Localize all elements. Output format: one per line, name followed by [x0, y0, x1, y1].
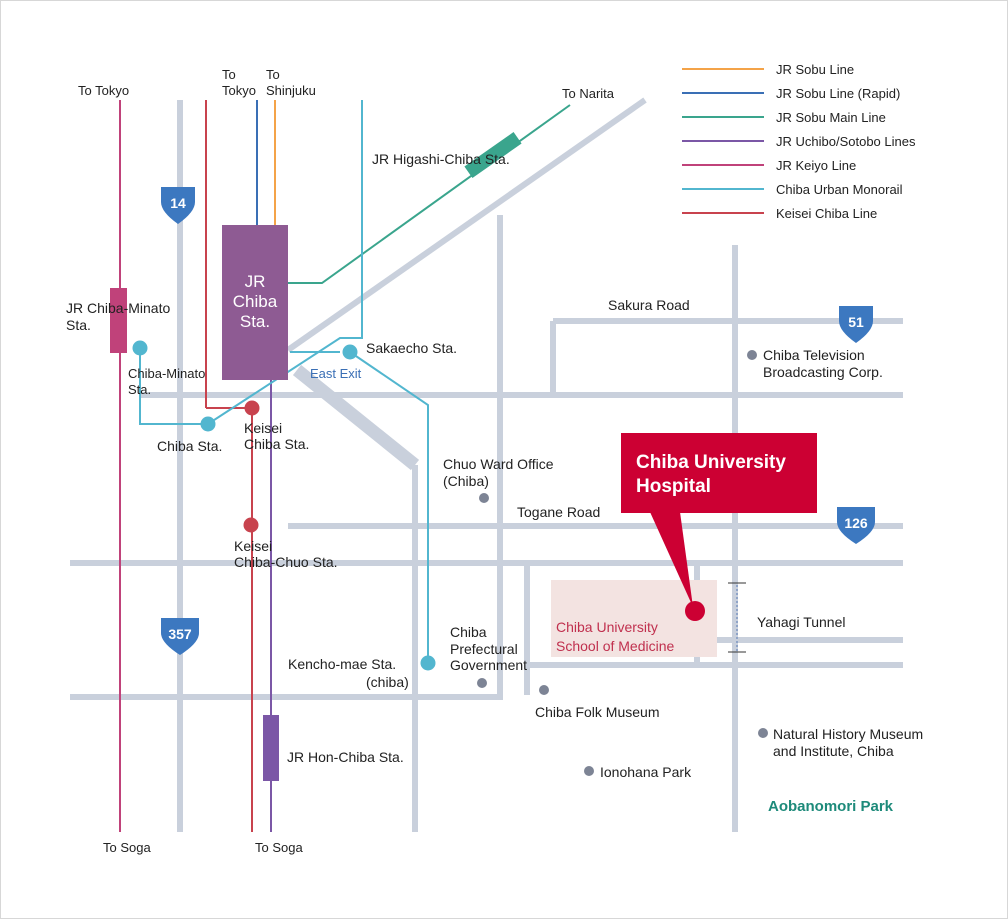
to-soga-mid-label: To Soga — [255, 840, 303, 855]
legend-label: Chiba Urban Monorail — [776, 182, 903, 197]
to-tokyo-label: To Tokyo — [78, 83, 129, 98]
ionohana-dot — [584, 766, 594, 776]
jr-chiba-label-1: JR — [245, 272, 266, 291]
to-soga-left-label: To Soga — [103, 840, 151, 855]
prefectural-gov-label-3: Government — [450, 657, 527, 673]
keisei-chiba-chuo-label-1: Keisei — [234, 538, 272, 554]
prefectural-gov-label-1: Chiba — [450, 624, 487, 640]
hospital-callout-line-2: Hospital — [636, 476, 711, 497]
keisei-chiba-label-2: Chiba Sta. — [244, 436, 309, 452]
line-monorail-1 — [139, 100, 363, 425]
sakaecho-label: Sakaecho Sta. — [366, 340, 457, 356]
keisei-chiba-chuo-station-dot — [243, 517, 259, 533]
chiba-tv-dot — [747, 350, 757, 360]
legend-label: JR Sobu Main Line — [776, 110, 886, 125]
natural-history-label-2: and Institute, Chiba — [773, 743, 894, 759]
legend-label: Keisei Chiba Line — [776, 206, 877, 221]
jr-higashi-chiba-label: JR Higashi-Chiba Sta. — [372, 151, 510, 167]
chuo-ward-label-2: (Chiba) — [443, 473, 489, 489]
east-exit-label: East Exit — [310, 366, 362, 381]
route-shield-357: 357 — [161, 618, 199, 655]
school-label-1: Chiba University — [556, 619, 658, 635]
rail-lines — [119, 100, 571, 832]
sakaecho-station-dot — [342, 344, 358, 360]
folk-museum-label: Chiba Folk Museum — [535, 704, 660, 720]
hospital-callout-pointer — [650, 512, 693, 607]
sakura-road-label: Sakura Road — [608, 297, 690, 313]
route-shield-14: 14 — [161, 187, 195, 224]
yahagi-tunnel-label: Yahagi Tunnel — [757, 614, 845, 630]
to-shinjuku-label-2: Shinjuku — [266, 83, 316, 98]
to-shinjuku-label-1: To — [266, 67, 280, 82]
to-tokyo-rapid-label-1: To — [222, 67, 236, 82]
keisei-chiba-station-dot — [244, 400, 260, 416]
keisei-chiba-label-1: Keisei — [244, 420, 282, 436]
chiba-tv-label-2: Broadcasting Corp. — [763, 364, 883, 380]
to-tokyo-rapid-label-2: Tokyo — [222, 83, 256, 98]
hospital-callout-line-1: Chiba University — [636, 452, 786, 473]
legend-label: JR Sobu Line (Rapid) — [776, 86, 900, 101]
road-diagonal-wide — [292, 364, 420, 471]
svg-text:51: 51 — [848, 314, 864, 330]
jr-chiba-minato-label-2: Sta. — [66, 317, 91, 333]
chuo-ward-dot — [479, 493, 489, 503]
chiba-sta-label: Chiba Sta. — [157, 438, 222, 454]
kencho-mae-station-dot — [420, 655, 436, 671]
jr-chiba-minato-label-1: JR Chiba-Minato — [66, 300, 170, 316]
prefectural-gov-label-2: Prefectural — [450, 641, 518, 657]
folk-museum-dot — [539, 685, 549, 695]
jr-chiba-label-3: Sta. — [240, 312, 270, 331]
chiba-monorail-station-dot — [200, 416, 216, 432]
hospital-callout-box — [621, 433, 817, 513]
road-diagonal — [286, 97, 647, 353]
chiba-minato-label-1: Chiba-Minato — [128, 366, 205, 381]
line-monorail-2 — [349, 351, 429, 663]
legend-label: JR Uchibo/Sotobo Lines — [776, 134, 916, 149]
natural-history-dot — [758, 728, 768, 738]
hospital-location-dot — [685, 601, 705, 621]
jr-hon-chiba-station-block — [263, 715, 279, 781]
chuo-ward-label-1: Chuo Ward Office — [443, 456, 554, 472]
svg-text:126: 126 — [844, 515, 868, 531]
ionohana-label: Ionohana Park — [600, 764, 692, 780]
legend: JR Sobu Line JR Sobu Line (Rapid) JR Sobu … — [682, 62, 916, 221]
jr-chiba-label-2: Chiba — [233, 292, 278, 311]
svg-text:14: 14 — [170, 195, 186, 211]
togane-road-label: Togane Road — [517, 504, 600, 520]
aobanomori-label: Aobanomori Park — [768, 798, 894, 815]
school-label-2: School of Medicine — [556, 638, 675, 654]
natural-history-label-1: Natural History Museum — [773, 726, 923, 742]
jr-hon-chiba-label: JR Hon-Chiba Sta. — [287, 749, 404, 765]
svg-text:357: 357 — [168, 626, 192, 642]
legend-label: JR Keiyo Line — [776, 158, 856, 173]
prefectural-gov-dot — [477, 678, 487, 688]
chiba-minato-station-dot — [132, 340, 148, 356]
route-shield-51: 51 — [839, 306, 873, 343]
jr-chiba-minato-station-block — [110, 288, 127, 353]
legend-label: JR Sobu Line — [776, 62, 854, 77]
kencho-mae-label-1: Kencho-mae Sta. — [288, 656, 396, 672]
chiba-tv-label-1: Chiba Television — [763, 347, 865, 363]
kencho-mae-label-2: (chiba) — [366, 674, 409, 690]
route-shield-126: 126 — [837, 507, 875, 544]
chiba-minato-label-2: Sta. — [128, 382, 151, 397]
keisei-chiba-chuo-label-2: Chiba-Chuo Sta. — [234, 554, 338, 570]
jr-higashi-chiba-station-block — [464, 132, 522, 178]
jr-chiba-station-block — [222, 225, 288, 380]
to-narita-label: To Narita — [562, 86, 615, 101]
